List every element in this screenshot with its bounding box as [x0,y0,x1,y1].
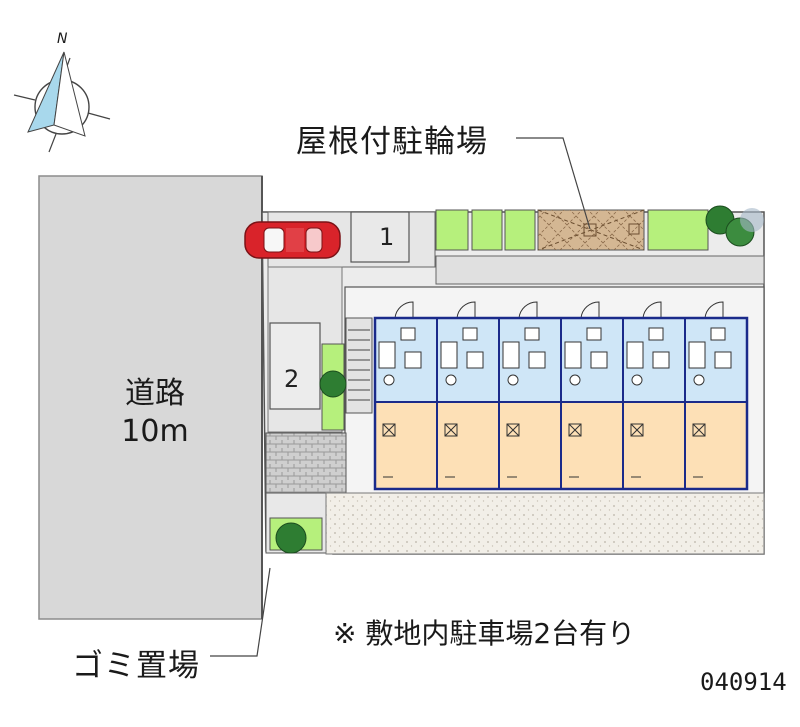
washer-icon [466,351,484,369]
toilet-icon [445,374,457,386]
bathtub-icon [440,341,458,369]
sink-icon [462,327,478,341]
bathtub-icon [626,341,644,369]
bathtub-icon [564,341,582,369]
sink-icon [400,327,416,341]
garbage-area-label: ゴミ置場 [72,648,200,684]
unit-room [498,401,562,490]
apartment-units [373,301,749,491]
closet-cross-icon [444,423,458,437]
units-outline [373,316,749,491]
door-swing-icon [394,301,414,319]
tree-icon [275,522,307,554]
closet-cross-icon [568,423,582,437]
toilet-icon [693,374,705,386]
leader-line [516,137,591,230]
closet-cross-icon [506,423,520,437]
sink-icon [710,327,726,341]
unit-room [622,401,686,490]
unit-room [684,401,748,490]
parking-space-2-number: 2 [284,365,300,393]
toilet-icon [383,374,395,386]
planter [647,209,709,251]
door-swing-icon [518,301,538,319]
compass-north-label: N [57,31,68,47]
planter [435,209,469,251]
closet-cross-icon [692,423,706,437]
sink-icon [586,327,602,341]
bathtub-icon [688,341,706,369]
door-swing-icon [642,301,662,319]
compass-icon [13,51,111,153]
bathtub-icon [502,341,520,369]
bathtub-icon [378,341,396,369]
toilet-icon [569,374,581,386]
road [38,175,263,620]
parking-space-1-number: 1 [379,223,395,251]
washer-icon [714,351,732,369]
drawing-code: 040914 [700,668,787,696]
closet-cross-icon [382,423,396,437]
door-swing-icon [704,301,724,319]
closet-icon [444,423,458,437]
closet-icon [630,423,644,437]
tree-icon [319,370,347,398]
washer-icon [652,351,670,369]
car-icon [244,221,341,259]
washer-icon [590,351,608,369]
closet-icon [382,423,396,437]
bicycle-parking-label: 屋根付駐輪場 [296,124,488,160]
parking-space-1 [350,211,410,263]
sink-icon [524,327,540,341]
planter [504,209,536,251]
leader-line [210,567,271,657]
paved-entrance [265,432,347,494]
tree-icon [705,205,764,247]
closet-icon [568,423,582,437]
stairwell [345,317,373,414]
road-label: 道路 10m [80,375,230,451]
toilet-icon [507,374,519,386]
walkway [435,255,765,285]
road-width: 10m [121,414,189,449]
washer-icon [528,351,546,369]
closet-icon [692,423,706,437]
toilet-icon [631,374,643,386]
sink-icon [648,327,664,341]
unit-room [374,401,438,490]
closet-icon [506,423,520,437]
parking-space-2 [269,322,321,410]
door-swing-icon [456,301,476,319]
door-swing-icon [580,301,600,319]
unit-room [560,401,624,490]
road-name: 道路 [125,376,185,411]
parking-note: ※ 敷地内駐車場2台有り [333,617,636,650]
unit-room [436,401,500,490]
washer-icon [404,351,422,369]
closet-cross-icon [630,423,644,437]
planter [471,209,503,251]
